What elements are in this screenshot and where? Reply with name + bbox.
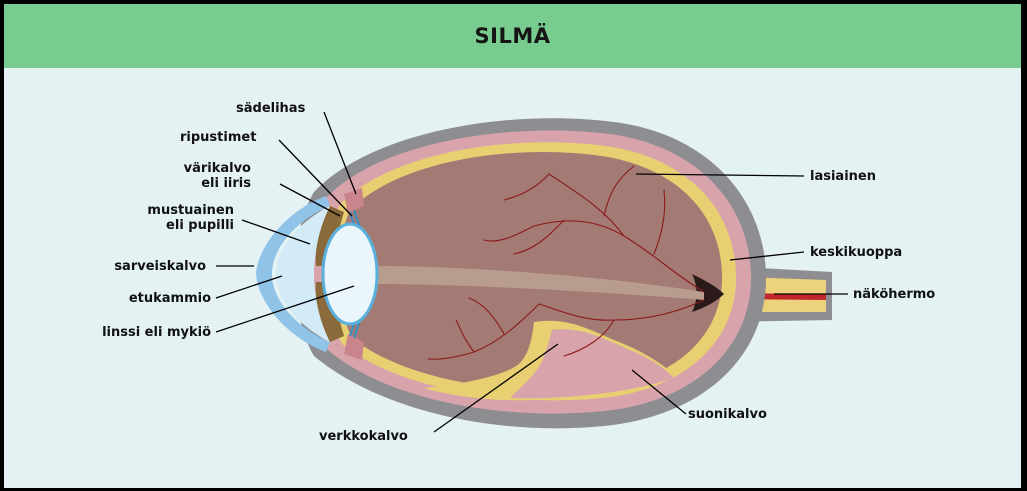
label-verkkokalvo: verkkokalvo bbox=[319, 429, 408, 444]
label-lasiainen: lasiainen bbox=[810, 169, 876, 184]
ciliary-muscle-bottom bbox=[344, 334, 364, 360]
label-varikalvo-line1: värikalvo bbox=[184, 161, 251, 176]
leader-mustuainen bbox=[241, 219, 311, 245]
label-mustuainen-line2: eli pupilli bbox=[166, 218, 234, 233]
leader-keskikuoppa bbox=[729, 251, 805, 261]
label-mustuainen-line1: mustuainen bbox=[147, 203, 234, 218]
label-varikalvo-line2: eli iiris bbox=[201, 176, 251, 191]
label-nakohermo: näköhermo bbox=[853, 287, 935, 302]
ciliary-muscle-top bbox=[344, 188, 364, 214]
iris bbox=[315, 206, 344, 266]
retinal-vessels bbox=[427, 165, 705, 360]
leader-etukammio bbox=[215, 275, 283, 299]
leader-ripustimet bbox=[278, 139, 353, 217]
lens bbox=[321, 222, 379, 326]
label-linssi: linssi eli mykiö bbox=[102, 325, 211, 340]
label-keskikuoppa: keskikuoppa bbox=[810, 245, 902, 260]
title-bar: SILMÄ bbox=[4, 4, 1021, 68]
optic-disc bbox=[692, 274, 724, 312]
label-sadelihas: sädelihas bbox=[236, 101, 306, 116]
diagram-frame: SILMÄ bbox=[4, 4, 1021, 488]
vitreous-body bbox=[338, 151, 723, 391]
leader-verkkokalvo bbox=[433, 343, 559, 433]
leader-suonikalvo bbox=[631, 369, 687, 415]
choroid-exposed bbox=[510, 329, 674, 399]
leader-lasiainen bbox=[635, 173, 805, 177]
leader-linssi bbox=[215, 285, 355, 333]
eye-cross-section: sädelihas ripustimet värikalvo eli iiris… bbox=[102, 101, 935, 444]
label-suonikalvo: suonikalvo bbox=[688, 407, 767, 422]
diagram-title: SILMÄ bbox=[474, 24, 551, 48]
label-ripustimet: ripustimet bbox=[180, 130, 256, 145]
leader-varikalvo bbox=[279, 183, 341, 217]
label-sarveiskalvo: sarveiskalvo bbox=[114, 259, 206, 274]
label-etukammio: etukammio bbox=[129, 291, 211, 306]
hyaloid-canal bbox=[374, 266, 704, 300]
leader-sadelihas bbox=[323, 111, 357, 195]
